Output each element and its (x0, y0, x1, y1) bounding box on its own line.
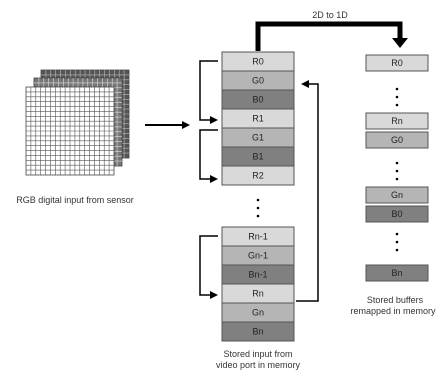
left-cell-rn-1-label: Rn-1 (248, 232, 268, 242)
right-stack-caption-line1: Stored buffers (344, 295, 446, 306)
right-stack-ellipsis-dot (396, 104, 399, 107)
left-stack-ellipsis (257, 199, 260, 218)
left-cell-gn-1-label: Gn-1 (248, 251, 268, 261)
left-stack-caption-line2: video port in memory (200, 360, 316, 371)
right-cell-bn: Bn (366, 265, 428, 281)
right-cell-r0: R0 (366, 55, 428, 71)
left-cell-b0-label: B0 (252, 95, 263, 105)
left-cell-rn-1: Rn-1 (222, 227, 294, 246)
feedback-arrow-rn-to-g0 (296, 84, 318, 301)
right-cell-gn: Gn (366, 187, 428, 203)
left-cell-bn: Bn (222, 322, 294, 341)
left-cell-bn-label: Bn (252, 327, 263, 337)
right-cell-bn-label: Bn (391, 268, 402, 278)
left-cell-gn-1: Gn-1 (222, 246, 294, 265)
left-cell-r0: R0 (222, 52, 294, 71)
left-cell-gn: Gn (222, 303, 294, 322)
left-cell-rn-label: Rn (252, 289, 264, 299)
right-cell-gn-label: Gn (391, 190, 403, 200)
left-cell-b0: B0 (222, 90, 294, 109)
right-stack-ellipsis-dot (396, 178, 399, 181)
right-cell-r0-label: R0 (391, 58, 403, 68)
right-cell-rn: Rn (366, 113, 428, 129)
remap-arrow-2d-to-1d (258, 24, 400, 51)
bracket-r1-to-r2 (200, 130, 218, 179)
left-cell-g0-label: G0 (252, 76, 264, 86)
right-stack-ellipsis-dot (396, 170, 399, 173)
right-stack-ellipsis-dot (396, 162, 399, 165)
remap-arrow-label: 2D to 1D (312, 10, 348, 20)
left-cell-gn-label: Gn (252, 308, 264, 318)
left-cell-b1: B1 (222, 147, 294, 166)
sensor-grid-stack-icon (26, 70, 129, 175)
left-cell-bn-1: Bn-1 (222, 265, 294, 284)
right-cell-rn-label: Rn (391, 116, 403, 126)
right-stack-ellipsis-dot (396, 249, 399, 252)
left-cell-r1-label: R1 (252, 114, 264, 124)
right-stack-ellipsis-dot (396, 241, 399, 244)
left-cell-g0: G0 (222, 71, 294, 90)
left-cell-g1: G1 (222, 128, 294, 147)
right-stack-ellipsis-dot (396, 96, 399, 99)
left-cell-rn: Rn (222, 284, 294, 303)
remap-arrow-head (392, 38, 408, 48)
right-cell-g0-label: G0 (391, 135, 403, 145)
sensor-caption: RGB digital input from sensor (0, 195, 150, 206)
left-cell-b1-label: B1 (252, 152, 263, 162)
left-cell-bn-1-label: Bn-1 (248, 270, 267, 280)
right-stack-ellipsis-dot (396, 88, 399, 91)
bracket-r0-to-r1 (200, 61, 218, 120)
right-stack-caption-line2: remapped in memory (340, 306, 446, 317)
left-cell-r0-label: R0 (252, 57, 264, 67)
left-cell-r2-label: R2 (252, 171, 264, 181)
bracket-rn1-to-rn (200, 236, 218, 295)
left-cell-r2: R2 (222, 166, 294, 185)
left-cell-r1: R1 (222, 109, 294, 128)
left-cell-g1-label: G1 (252, 133, 264, 143)
left-stack-caption-line1: Stored input from (200, 349, 316, 360)
right-cell-b0: B0 (366, 206, 428, 222)
right-cell-b0-label: B0 (391, 209, 402, 219)
right-cell-g0: G0 (366, 132, 428, 148)
right-stack-ellipsis-dot (396, 233, 399, 236)
